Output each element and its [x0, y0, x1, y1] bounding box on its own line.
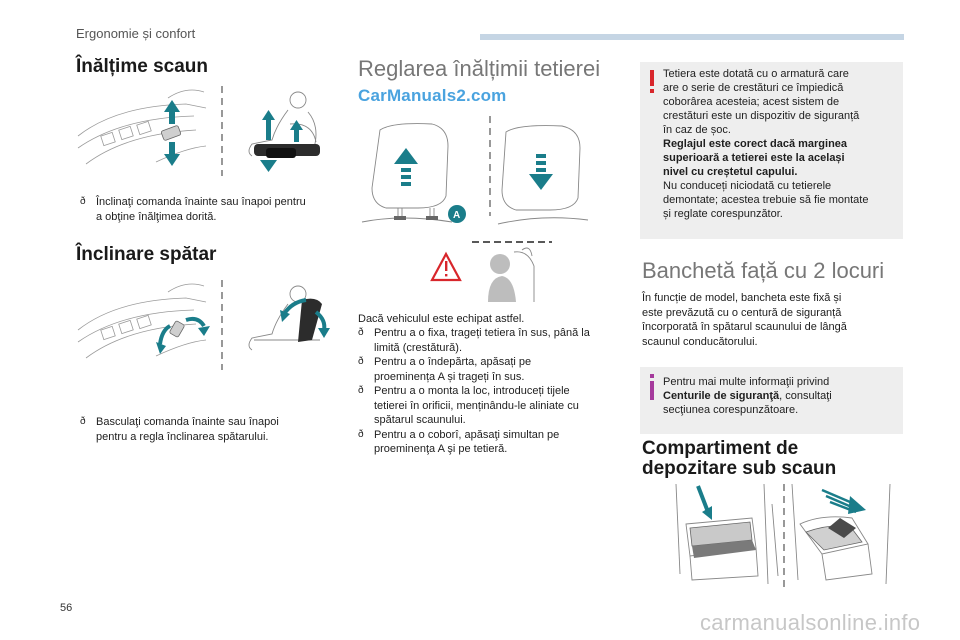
footer-watermark: carmanualsonline.info	[700, 610, 921, 635]
seat-height-illustration	[77, 86, 320, 176]
header-bar	[480, 34, 904, 40]
storage-illustration	[675, 483, 891, 590]
headrest-bullet: Pentru a o îndepărta, apăsați peproemine…	[358, 355, 628, 384]
page-number: 56	[60, 602, 73, 614]
headrest-title: Reglarea înălțimii tetierei	[358, 56, 601, 81]
backrest-title: Înclinare spătar	[76, 244, 217, 265]
info-note: Pentru mai multe informaţii privind Cent…	[640, 367, 903, 434]
warning-icon	[650, 70, 654, 93]
headrest-illustration: A	[361, 116, 589, 302]
seatbelts-reference: Centurile de siguranţă	[663, 390, 780, 402]
seat-height-bullet: Înclinaţi comanda înainte sau înapoi pen…	[80, 195, 356, 224]
warning-note: Tetiera este dotată cu o armatură care a…	[640, 62, 903, 239]
headrest-bullet-list: Pentru a o fixa, trageți tetiera în sus,…	[358, 326, 628, 457]
backrest-bullet: Basculaţi comanda înainte sau înapoi pen…	[80, 415, 356, 444]
bench-paragraph: În funcție de model, bancheta este fixă …	[642, 292, 847, 348]
headrest-bullet: Pentru a o coborî, apăsaţi simultan pepr…	[358, 428, 628, 457]
section-header: Ergonomie și confort	[76, 26, 196, 41]
storage-title: Compartiment de depozitare sub scaun	[642, 438, 837, 479]
backrest-illustration	[77, 280, 330, 370]
headrest-bullet: Pentru a o fixa, trageți tetiera în sus,…	[358, 326, 628, 355]
watermark-logo: CarManuals2.com	[358, 86, 507, 105]
info-icon	[650, 374, 654, 400]
headrest-bullet: Pentru a o monta la loc, introduceți tij…	[358, 384, 628, 428]
seat-height-title: Înălțime scaun	[76, 56, 208, 77]
headrest-intro: Dacă vehiculul este echipat astfel.	[358, 313, 525, 325]
label-a: A	[453, 210, 460, 221]
bench-title: Banchetă față cu 2 locuri	[642, 258, 885, 283]
